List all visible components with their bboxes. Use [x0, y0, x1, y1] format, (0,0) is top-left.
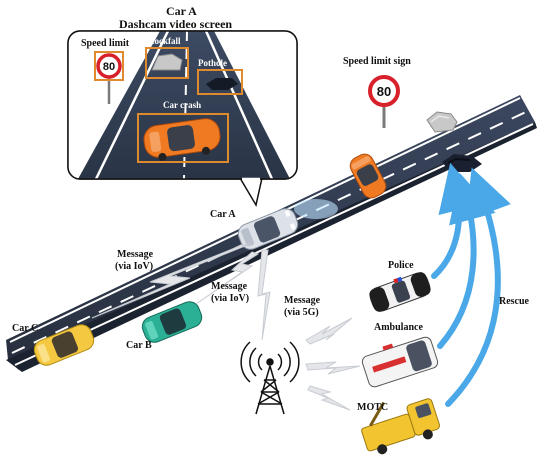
police-label: Police: [388, 260, 414, 271]
dashcam-title-line1: Car A: [166, 4, 197, 18]
road-rockfall: [426, 111, 458, 133]
police-car: [369, 272, 431, 312]
dashcam-title-line2: Dashcam video screen: [119, 17, 232, 31]
fiveg-msg-line1: Message: [284, 295, 321, 306]
car-c-label: Car C: [12, 323, 38, 334]
dashcam-screen: [67, 30, 298, 208]
dashcam-speed-limit-sign: 80: [94, 51, 124, 104]
iov-signal-left: [91, 243, 251, 319]
dashcam-car-crash: [137, 113, 229, 163]
speed-limit-label: Speed limit: [81, 38, 130, 49]
ambulance-label: Ambulance: [374, 322, 423, 333]
iov-left-msg-line1: Message: [117, 249, 154, 260]
dashcam-pothole: [197, 69, 243, 95]
dashcam-rockfall: [145, 47, 189, 79]
car-b: [141, 301, 203, 343]
car-a: [237, 199, 338, 250]
ambulance: [361, 336, 439, 388]
pothole-label: Pothole: [198, 58, 227, 68]
road-crashed-car: [349, 153, 387, 199]
fiveg-msg-line2: (via 5G): [284, 307, 319, 318]
roadside-sign-value: 80: [377, 84, 391, 99]
iov-signal-mid: [195, 251, 260, 305]
car-crash-label: Car crash: [163, 100, 201, 110]
speed-limit-sign-label: Speed limit sign: [343, 56, 411, 67]
fiveg-signal-up: [257, 249, 271, 341]
fiveg-signal-responders: [305, 317, 361, 411]
cell-tower-icon: [240, 341, 300, 415]
rockfall-label: Rockfall: [148, 36, 181, 46]
iov-mid-msg-line2: (via IoV): [211, 293, 249, 304]
iov-mid-msg-line1: Message: [211, 281, 248, 292]
rescue-label: Rescue: [499, 296, 530, 307]
roadside-speed-limit-sign: 80: [368, 75, 400, 128]
car-b-label: Car B: [126, 340, 152, 351]
iov-left-msg-line2: (via IoV): [115, 261, 153, 272]
car-c: [33, 324, 95, 366]
motc-truck: [361, 398, 441, 455]
car-a-label: Car A: [210, 209, 236, 220]
dashcam-sign-value: 80: [103, 61, 115, 73]
motc-label: MOTC: [357, 402, 388, 413]
rescue-arrows: [431, 162, 511, 407]
